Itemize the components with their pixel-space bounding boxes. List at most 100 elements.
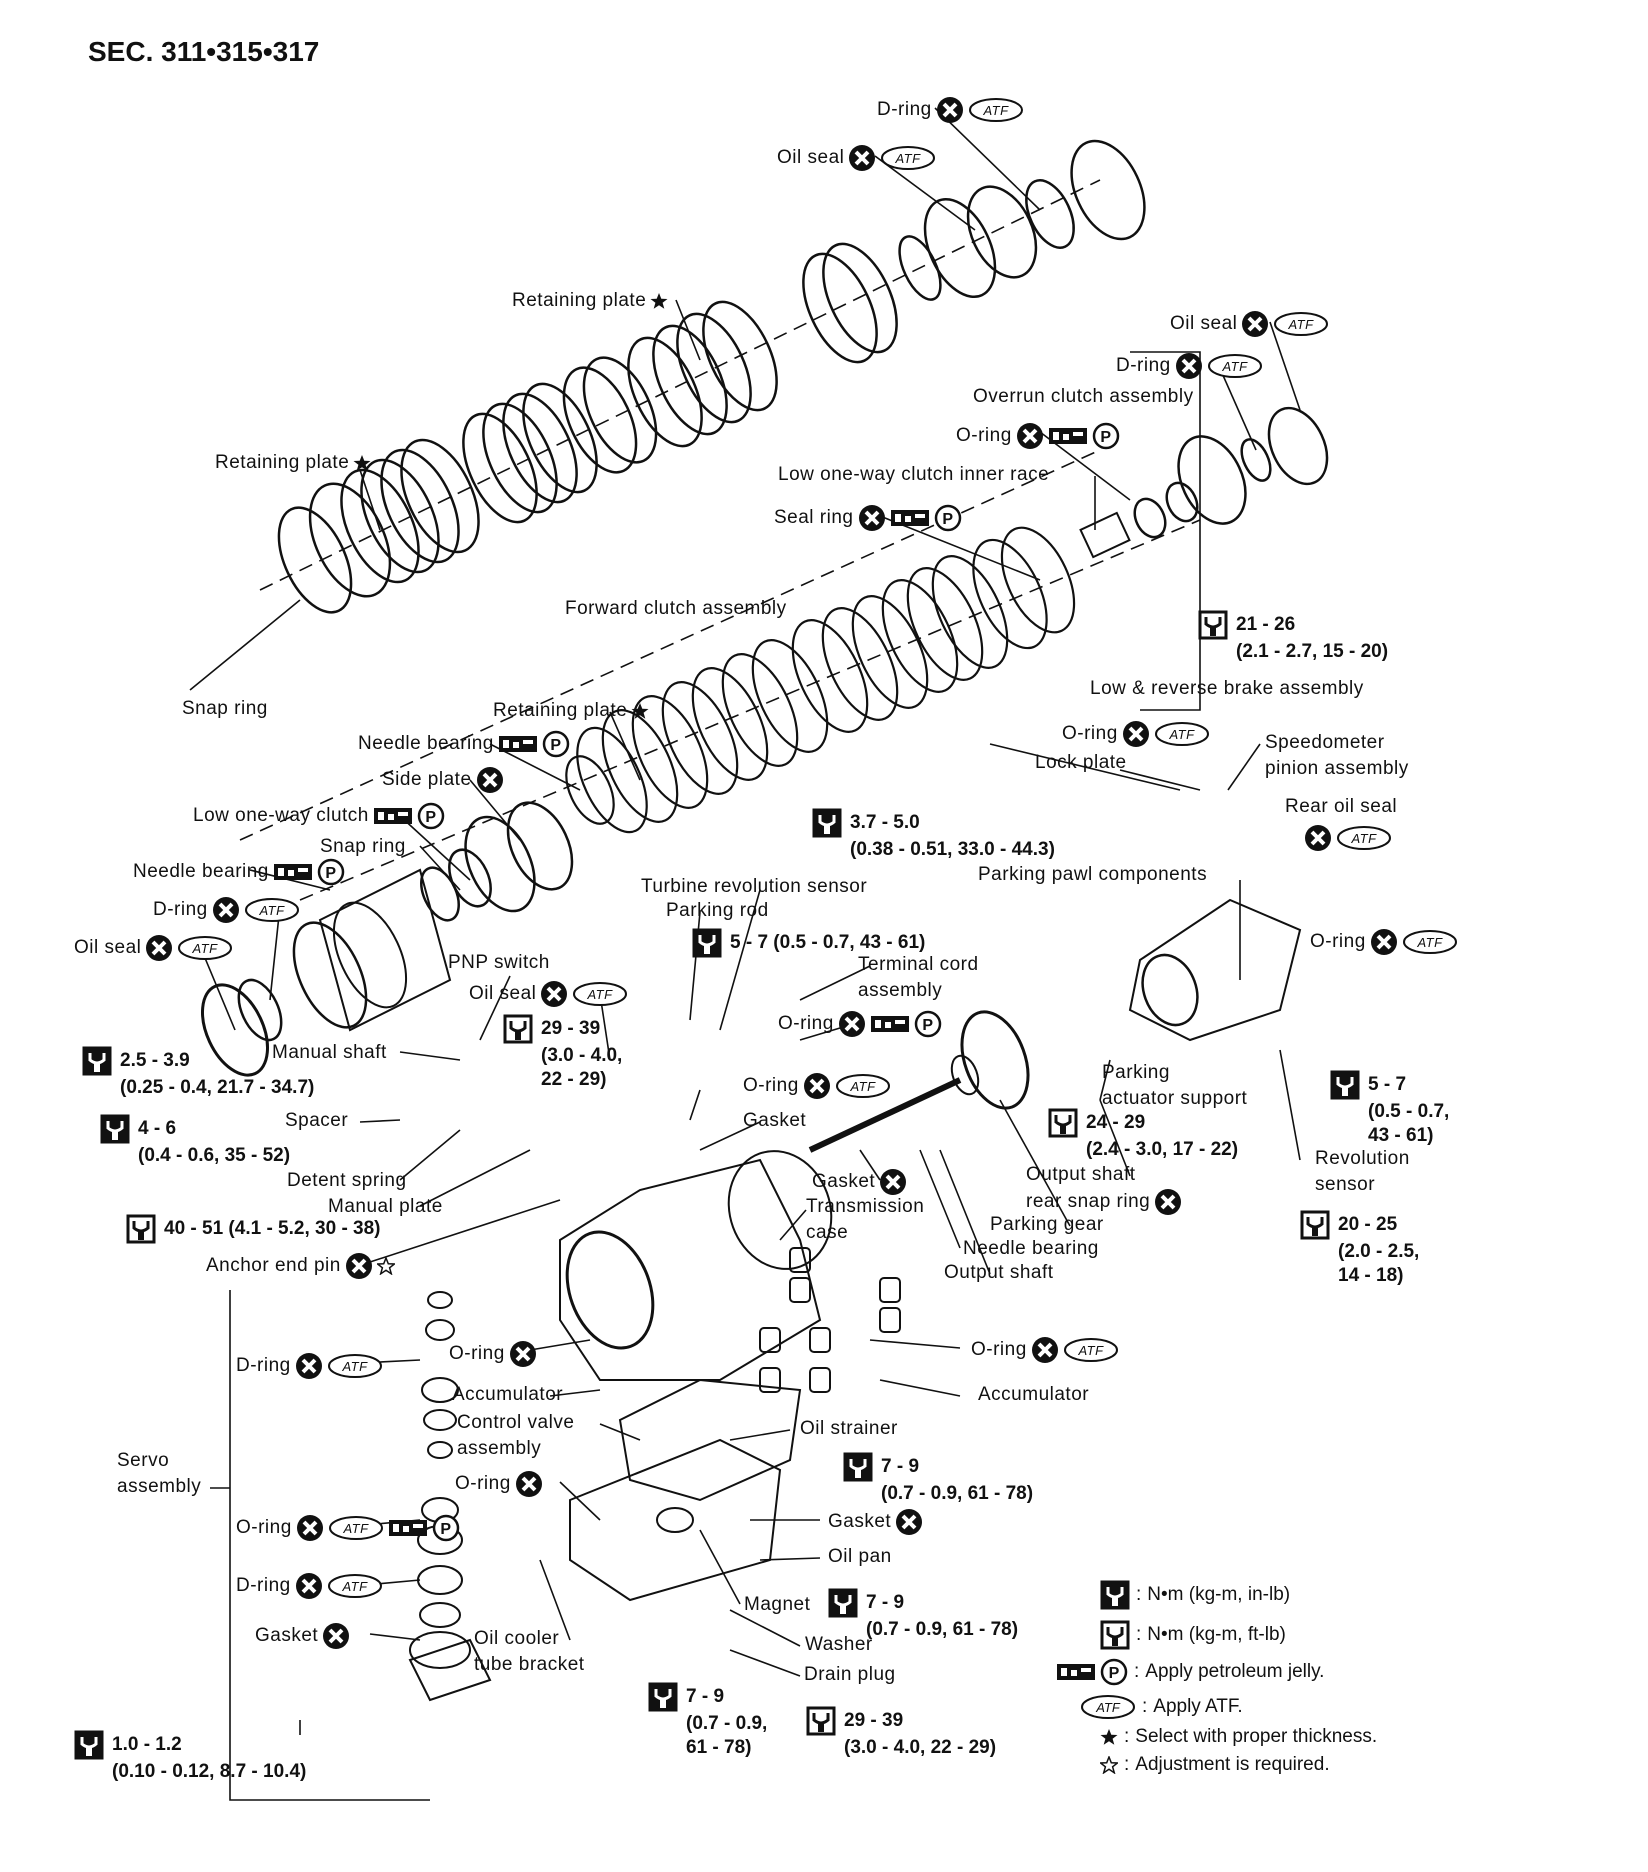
x-circle-icon [858,505,885,531]
atf-oval-icon: ATF [968,98,1023,122]
x-circle-icon [1305,825,1331,851]
atf-oval-icon: ATF [1337,826,1391,850]
torque-value: (0.5 - 0.7, [1368,1101,1450,1122]
forward-plate [340,468,420,584]
legend-text: Apply petroleum jelly. [1145,1661,1325,1683]
torque-tq-24-29: 24 - 29(2.4 - 3.0, 17 - 22) [1048,1108,1238,1162]
legend-item-star: :Select with proper thickness. [1096,1726,1377,1748]
label-text: D-ring [236,1575,291,1597]
label-text: Gasket [743,1110,807,1131]
plate [562,366,638,474]
torque-tq-5-7-b: 5 - 7(0.5 - 0.7,43 - 61) [1330,1070,1449,1148]
leader-56 [699,1529,741,1605]
torque-line: 14 - 18) [1300,1264,1419,1288]
label-o-ring-cv: O-ring [455,1470,543,1498]
bearing [1177,435,1247,525]
petroleum-jelly-icon [890,510,929,526]
torque-value: (0.10 - 0.12, 8.7 - 10.4) [112,1761,307,1782]
brake-plate-6 [821,607,899,721]
torque-line: 2.5 - 3.9 [82,1046,314,1076]
leader-7 [879,515,1041,581]
label-text: pinion assembly [1265,758,1409,779]
brake-plate-5 [851,595,929,709]
case-bell [565,1230,655,1350]
wrench-in-icon [843,1452,873,1482]
torque-line: 1.0 - 1.2 [74,1730,306,1760]
wrench-ft-icon [1048,1108,1078,1138]
leader-34 [859,1149,881,1181]
star-icon [631,702,649,719]
torque-tq-21-26: 21 - 26(2.1 - 2.7, 15 - 20) [1198,610,1388,664]
torque-line: (0.4 - 0.6, 35 - 52) [100,1144,290,1168]
label-turbine-sensor: Turbine revolution sensor [641,876,867,898]
torque-tq-7-9-c: 7 - 9(0.7 - 0.9,61 - 78) [648,1682,767,1760]
d-ring [1240,438,1272,482]
oil-seal-left-ring [201,983,269,1077]
case-flange [727,1150,833,1270]
label-rear-oil-seal: Rear oil seal [1285,796,1397,818]
label-text: Output shaft [944,1262,1054,1283]
label-text: Low one-way clutch [193,805,369,827]
label-oil-cooler-2: tube bracket [474,1654,585,1676]
label-text: Accumulator [978,1384,1090,1405]
label-text: Lock plate [1035,752,1127,773]
label-oil-pan: Oil pan [828,1546,892,1568]
label-text: Gasket [255,1625,319,1647]
legend-item-wrench-ft: :N•m (kg-m, ft-lb) [1096,1620,1286,1650]
open-star-icon [376,1257,395,1275]
x-circle-icon [345,1253,372,1279]
label-text: tube bracket [474,1654,585,1675]
label-text: Low one-way clutch inner race [778,464,1050,485]
leader-0 [934,107,1041,211]
brake-plate-1 [972,538,1048,650]
label-text: Control valve [457,1412,575,1433]
wrench-in-icon [1100,1580,1130,1610]
torque-line: (2.4 - 3.0, 17 - 22) [1048,1138,1238,1162]
torque-line: (0.7 - 0.9, 61 - 78) [828,1618,1018,1642]
leader-47 [879,1379,961,1397]
label-text: Oil seal [74,937,142,959]
label-text: Parking pawl components [978,864,1208,885]
svg-text:ATF: ATF [1221,359,1248,374]
petroleum-jelly-icon [373,808,412,824]
label-drain-plug: Drain plug [804,1664,896,1686]
atf-oval-icon: ATF [244,898,299,922]
torque-value: 20 - 25 [1338,1214,1398,1236]
brake-plate-3 [906,567,984,681]
svg-text:P: P [1109,1665,1120,1682]
inner-race [1079,511,1131,559]
brake-plate-11 [661,681,739,795]
brake-plate-4 [881,579,959,693]
svg-text:ATF: ATF [192,941,219,956]
torque-value: (0.38 - 0.51, 33.0 - 44.3) [850,839,1055,860]
servo-part-1 [425,1319,455,1341]
x-circle-icon [515,1471,542,1497]
label-text: Gasket [812,1171,876,1193]
leader-43 [869,1339,961,1349]
torque-value: 5 - 7 [1368,1074,1407,1096]
label-text: Servo [117,1450,170,1471]
label-oil-strainer: Oil strainer [800,1418,898,1440]
label-text: Retaining plate [215,452,350,473]
atf-oval-icon: ATF [328,1516,383,1540]
legend-text: N•m (kg-m, ft-lb) [1147,1624,1286,1646]
brake-plate-9 [721,653,799,767]
star-icon [353,454,371,471]
svg-text:ATF: ATF [341,1359,368,1374]
label-text: D-ring [153,899,208,921]
torque-value: 21 - 26 [1236,614,1296,636]
x-circle-icon [936,97,963,123]
wrench-in-icon [1330,1070,1360,1100]
leader-57 [369,1633,421,1641]
bracket-right [1130,351,1201,711]
label-output-shaft-snap-2: rear snap ring [1026,1188,1182,1216]
torque-line: 40 - 51 (4.1 - 5.2, 30 - 38) [126,1214,381,1244]
svg-text:ATF: ATF [1077,1343,1104,1358]
label-transmission-case-2: case [806,1222,848,1244]
leader-36 [399,1129,461,1181]
svg-text:ATF: ATF [1095,1700,1121,1715]
svg-text:ATF: ATF [341,1579,368,1594]
